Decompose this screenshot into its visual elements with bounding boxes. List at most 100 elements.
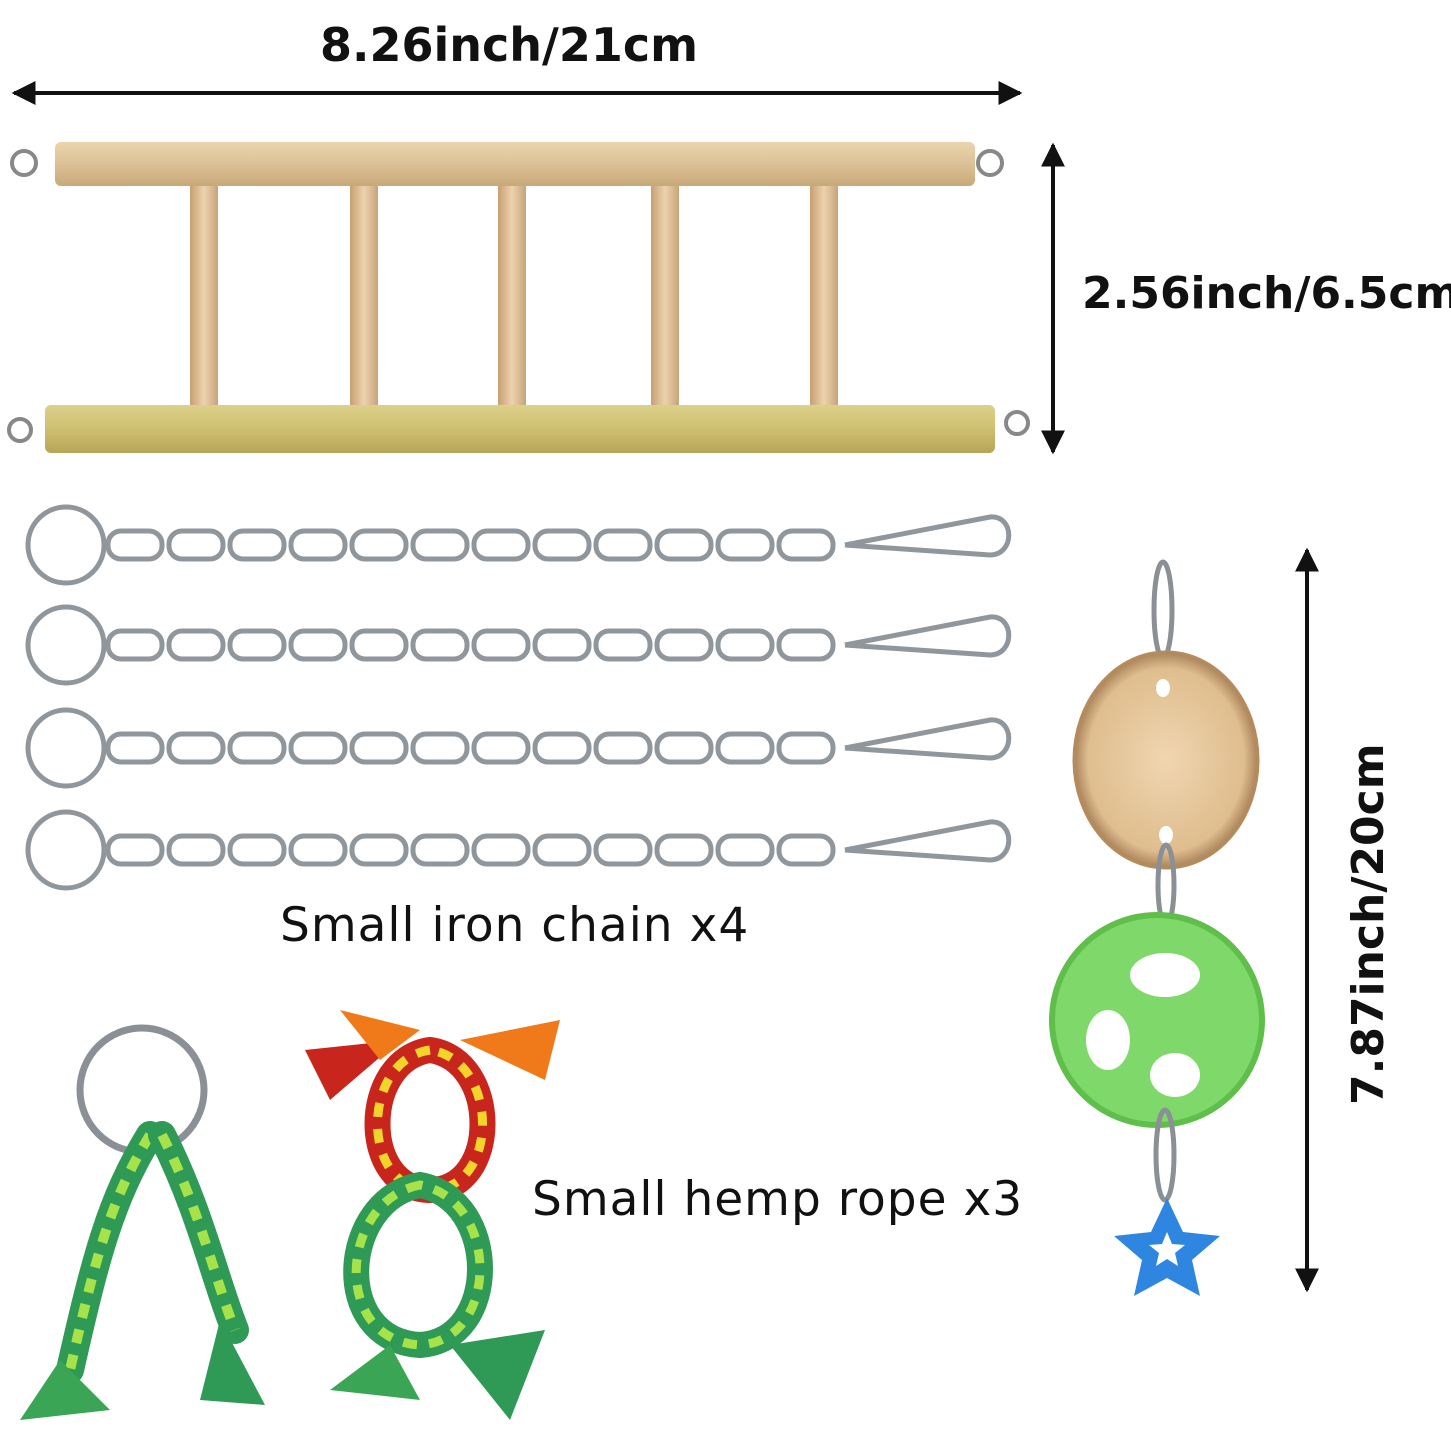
chain-link (410, 628, 470, 662)
chain-ring (25, 707, 107, 789)
rung (651, 183, 679, 408)
chain-link (105, 628, 165, 662)
rope-strand (65, 1132, 155, 1372)
hemp-rope-ring (20, 1024, 265, 1420)
star-cutout (1149, 1232, 1185, 1266)
chain-link (776, 731, 836, 765)
eye-hook (976, 149, 1004, 177)
chain-link (288, 628, 348, 662)
chain-link (288, 833, 348, 867)
rope-tassel (200, 1320, 265, 1405)
chain-link (166, 731, 226, 765)
rung (190, 183, 218, 408)
ladder-width-label: 8.26inch/21cm (320, 18, 699, 72)
chain-link (349, 731, 409, 765)
iron-chain (25, 809, 1012, 891)
chain-ring (25, 604, 107, 686)
chain-link (715, 731, 775, 765)
pendant-height-label: 7.87inch/20cm (1343, 743, 1394, 1105)
chain-link (654, 528, 714, 562)
chain-link (471, 833, 531, 867)
eye-hook (10, 149, 38, 177)
rope-tassel (340, 1010, 420, 1060)
chain-link (776, 628, 836, 662)
hemp-rope-knot (305, 1010, 560, 1420)
chain-link (715, 528, 775, 562)
loofah-slice (1049, 912, 1265, 1128)
chain-link (288, 528, 348, 562)
wood-slice (1072, 650, 1260, 870)
chain-link (593, 731, 653, 765)
chain-link (227, 628, 287, 662)
chain-link (776, 528, 836, 562)
chain-link (288, 731, 348, 765)
chain-link (471, 628, 531, 662)
bottom-rail (45, 405, 995, 453)
eye-hook (1004, 410, 1030, 436)
chain-link (166, 628, 226, 662)
chain-link (105, 528, 165, 562)
rung (810, 183, 838, 408)
iron-chain (25, 707, 1012, 789)
chain-link (349, 628, 409, 662)
chain-ring (25, 504, 107, 586)
rope-caption: Small hemp rope x3 (532, 1172, 1024, 1227)
chain-link (654, 833, 714, 867)
ladder-height-label: 2.56inch/6.5cm (1082, 268, 1451, 319)
chain-link (776, 833, 836, 867)
snap-hook (844, 819, 1012, 863)
wooden-ladder (7, 142, 1030, 453)
link-ring (1153, 1107, 1177, 1203)
loofah-hole (1130, 953, 1200, 997)
iron-chain (25, 604, 1012, 686)
chain-link (349, 833, 409, 867)
rope-tassel (20, 1360, 110, 1420)
hanging-pendant (1049, 559, 1265, 1296)
eye-hook (7, 417, 33, 443)
chain-link (410, 833, 470, 867)
chain-link (410, 731, 470, 765)
chain-link (532, 528, 592, 562)
rope-loop (351, 1180, 485, 1350)
snap-hook (844, 717, 1012, 761)
snap-hook (844, 614, 1012, 658)
chain-link (715, 833, 775, 867)
loofah-hole (1086, 1010, 1130, 1070)
wood-hole (1156, 679, 1170, 697)
chain-link (410, 528, 470, 562)
chain-link (715, 628, 775, 662)
chain-link (166, 833, 226, 867)
chain-link (654, 731, 714, 765)
chain-link (532, 628, 592, 662)
loofah-hole (1150, 1053, 1200, 1097)
rope-tassel (450, 1330, 545, 1420)
chain-caption: Small iron chain x4 (280, 898, 750, 953)
wood-hole (1159, 826, 1173, 844)
chain-link (227, 731, 287, 765)
chain-link (532, 731, 592, 765)
top-ring (1151, 559, 1175, 661)
rope-tassel (460, 1020, 560, 1080)
iron-chains (25, 504, 1012, 891)
chain-link (105, 833, 165, 867)
chain-link (227, 833, 287, 867)
top-rail (55, 142, 975, 186)
snap-hook (844, 514, 1012, 558)
iron-chain (25, 504, 1012, 586)
chain-link (105, 731, 165, 765)
chain-link (593, 833, 653, 867)
chain-link (471, 731, 531, 765)
chain-link (593, 528, 653, 562)
chain-link (227, 528, 287, 562)
chain-link (471, 528, 531, 562)
chain-link (166, 528, 226, 562)
rung (350, 183, 378, 408)
chain-link (654, 628, 714, 662)
rope-strand (157, 1132, 240, 1332)
chain-link (593, 628, 653, 662)
rung (498, 183, 526, 408)
chain-link (532, 833, 592, 867)
chain-link (349, 528, 409, 562)
chain-ring (25, 809, 107, 891)
